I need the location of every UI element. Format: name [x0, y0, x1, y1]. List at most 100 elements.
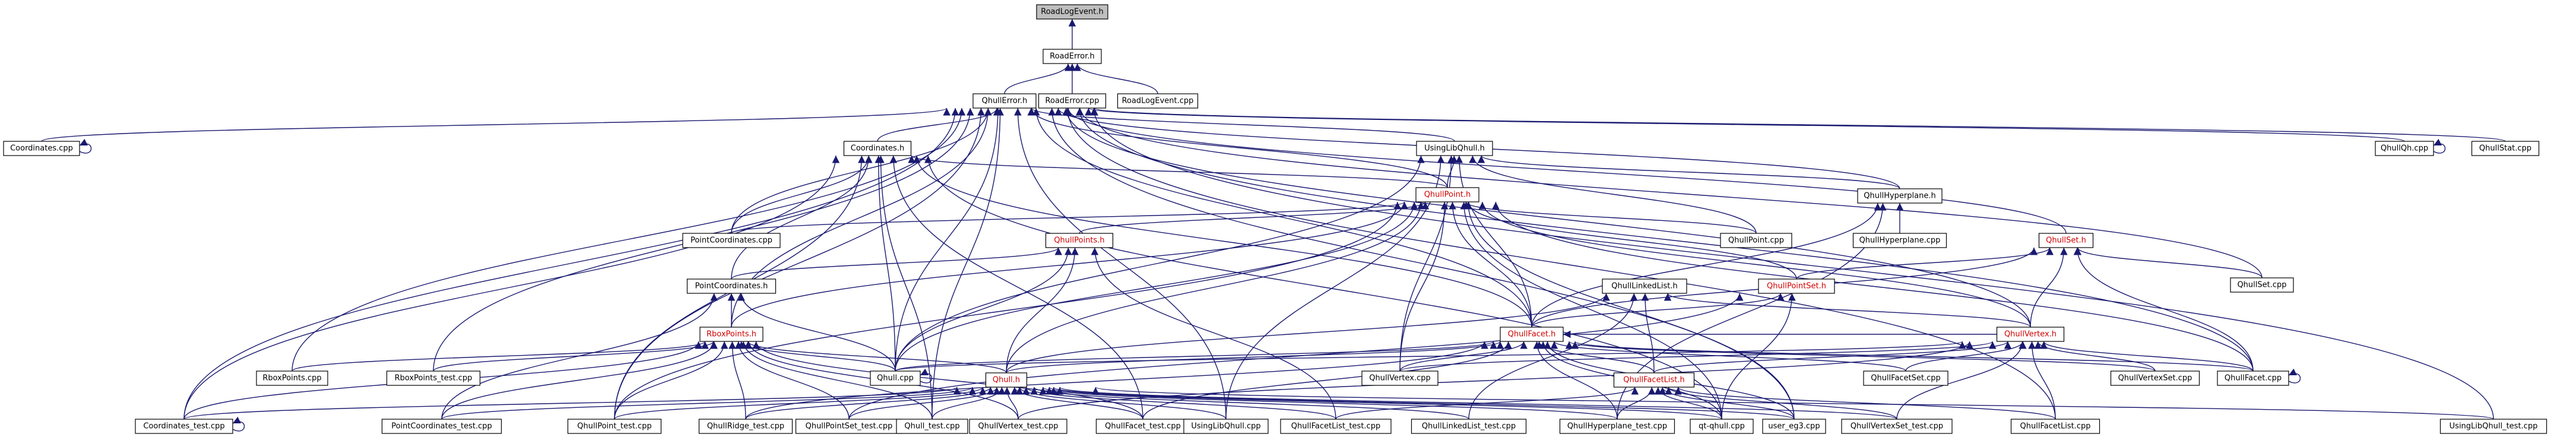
edge-usinglibqhull-h-to-qhullhyperplane-h	[1478, 155, 1900, 189]
node-roaderror-h[interactable]: RoadError.h	[1043, 49, 1102, 64]
node-box	[381, 419, 502, 434]
node-qhullpoint-test-cpp[interactable]: QhullPoint_test.cpp	[567, 419, 662, 434]
node-label: QhullHyperplane.h	[1864, 192, 1935, 201]
node-usinglibqhull-test-cpp[interactable]: UsingLibQhull_test.cpp	[2439, 419, 2548, 434]
node-user-eg3-cpp[interactable]: user_eg3.cpp	[1762, 419, 1826, 434]
node-box	[1559, 419, 1675, 434]
node-roadlogevent-cpp[interactable]: RoadLogEvent.cpp	[1117, 93, 1199, 109]
node-usinglibqhull-h[interactable]: UsingLibQhull.h	[1416, 141, 1493, 156]
node-pointcoordinates-h[interactable]: PointCoordinates.h	[686, 278, 777, 294]
node-rboxpoints-cpp[interactable]: RboxPoints.cpp	[256, 370, 328, 386]
edge-qhullpoint-h-to-qhullpoint-cpp	[1462, 201, 1757, 234]
node-qhullvertex-cpp[interactable]: QhullVertex.cpp	[1361, 370, 1438, 386]
edge-qhullfacet-h-to-qhullfacet-test-cpp	[1142, 341, 1512, 420]
node-qhullfacetset-cpp[interactable]: QhullFacetSet.cpp	[1863, 370, 1948, 386]
edge-rboxpoints-h-to-rboxpoints-test-cpp	[433, 341, 717, 372]
node-box	[1996, 327, 2065, 342]
edge-rboxpoints-h-to-qhull-test-cpp	[740, 341, 933, 420]
node-box	[2110, 370, 2200, 386]
node-qhulllinkedlist-h[interactable]: QhullLinkedList.h	[1602, 278, 1687, 294]
node-box	[3, 141, 80, 156]
edge-qhullerror-h-to-qhullqh-cpp	[1085, 107, 2405, 142]
node-qhullpoint-cpp[interactable]: QhullPoint.cpp	[1720, 233, 1792, 248]
node-rboxpoints-h[interactable]: RboxPoints.h	[699, 327, 763, 342]
node-box	[135, 419, 233, 434]
node-qhullpoint-h[interactable]: QhullPoint.h	[1415, 187, 1479, 202]
edge-usinglibqhull-h-to-qhullfacet-h	[1455, 155, 1532, 328]
node-box	[1411, 419, 1527, 434]
node-usinglibqhull-cpp[interactable]: UsingLibQhull.cpp	[1183, 419, 1269, 434]
edge-qhull-h-to-qhullpointset-test-cpp	[848, 387, 1001, 420]
node-qhull-cpp[interactable]: Qhull.cpp	[870, 370, 921, 386]
node-box	[386, 370, 481, 386]
node-box	[1852, 233, 1947, 248]
edge-qhulllinkedlist-h-to-qhulllinkedlist-test-cpp	[1468, 293, 1638, 420]
node-qhullvertexset-test-cpp[interactable]: QhullVertexSet_test.cpp	[1841, 419, 1953, 434]
node-qhullerror-h[interactable]: QhullError.h	[972, 93, 1037, 109]
node-label: QhullFacetSet.cpp	[1871, 374, 1941, 383]
node-qhullhyperplane-h[interactable]: QhullHyperplane.h	[1857, 188, 1943, 204]
node-qhullqh-cpp[interactable]: QhullQh.cpp	[2375, 141, 2434, 156]
edge-qhullerror-h-to-coordinates-test-cpp	[183, 107, 959, 420]
edge-usinglibqhull-h-to-qhull-cpp	[895, 155, 1425, 372]
node-box	[698, 419, 793, 434]
node-box	[567, 419, 662, 434]
edge-qhullpoints-h-to-qhull-h	[1006, 247, 1079, 373]
node-box	[2038, 233, 2094, 248]
node-rboxpoints-test-cpp[interactable]: RboxPoints_test.cpp	[386, 370, 481, 386]
edge-qhullqh-cpp-to-qhullqh-cpp	[2433, 138, 2446, 154]
node-qhullstat-cpp[interactable]: QhullStat.cpp	[2471, 141, 2540, 156]
edge-qhullpoint-h-to-qhullpoint-test-cpp	[614, 201, 1402, 420]
edge-qhullerror-h-to-qhullpoint-test-cpp	[614, 107, 985, 420]
node-qhullpointset-test-cpp[interactable]: QhullPointSet_test.cpp	[795, 419, 903, 434]
edges-layer	[41, 19, 2506, 432]
edge-qhullpointset-h-to-qt-qhull-cpp	[1721, 293, 1796, 420]
node-qhullvertex-h[interactable]: QhullVertex.h	[1996, 327, 2065, 342]
node-qt-qhull-cpp[interactable]: qt-qhull.cpp	[1690, 419, 1754, 434]
edge-coordinates-h-to-coordinates-test-cpp	[183, 155, 840, 420]
node-qhullfacet-test-cpp[interactable]: QhullFacet_test.cpp	[1095, 419, 1190, 434]
node-qhullhyperplane-test-cpp[interactable]: QhullHyperplane_test.cpp	[1559, 419, 1675, 434]
node-qhullset-cpp[interactable]: QhullSet.cpp	[2230, 277, 2294, 293]
edge-qhullpoint-h-to-qhullfacet-cpp	[1492, 201, 2254, 372]
node-qhullfacetlist-h[interactable]: QhullFacetList.h	[1613, 372, 1695, 388]
node-box	[2375, 141, 2434, 156]
node-qhullpointset-h[interactable]: QhullPointSet.h	[1758, 278, 1835, 294]
edge-qhullpoint-h-to-rboxpoints-h	[731, 201, 1408, 328]
node-qhullfacetlist-cpp[interactable]: QhullFacetList.cpp	[2010, 419, 2100, 434]
node-box	[1036, 4, 1108, 20]
node-qhullvertexset-cpp[interactable]: QhullVertexSet.cpp	[2110, 370, 2200, 386]
node-pointcoordinates-cpp[interactable]: PointCoordinates.cpp	[682, 233, 781, 248]
node-label: QhullFacet.h	[1508, 330, 1556, 339]
node-box	[1415, 187, 1479, 202]
node-qhullhyperplane-cpp[interactable]: QhullHyperplane.cpp	[1852, 233, 1947, 248]
node-pointcoordinates-test-cpp[interactable]: PointCoordinates_test.cpp	[381, 419, 502, 434]
node-qhullfacetlist-test-cpp[interactable]: QhullFacetList_test.cpp	[1280, 419, 1392, 434]
edge-qhullerror-h-to-qhull-cpp	[895, 107, 1002, 372]
node-box	[1183, 419, 1269, 434]
node-label: QhullSet.h	[2046, 236, 2086, 245]
node-roaderror-cpp[interactable]: RoadError.cpp	[1038, 93, 1107, 109]
node-qhull-test-cpp[interactable]: Qhull_test.cpp	[896, 419, 968, 434]
edge-usinglibqhull-h-to-qhullpoint-cpp	[1469, 155, 1757, 234]
edge-qhullerror-h-to-coordinates-cpp	[41, 107, 950, 142]
edge-qhullvertex-h-to-qhullvertexset-cpp	[2034, 341, 2156, 372]
node-qhullridge-test-cpp[interactable]: QhullRidge_test.cpp	[698, 419, 793, 434]
edge-qhullerror-h-to-qhullset-h	[1064, 107, 2067, 234]
edge-rboxpoints-h-to-pointcoordinates-test-cpp	[441, 341, 718, 420]
node-box	[1045, 233, 1114, 248]
node-qhulllinkedlist-test-cpp[interactable]: QhullLinkedList_test.cpp	[1411, 419, 1527, 434]
node-qhullvertex-test-cpp[interactable]: QhullVertex_test.cpp	[969, 419, 1067, 434]
edge-qhullerror-h-to-usinglibqhull-test-cpp	[1090, 107, 2494, 420]
node-qhullset-h[interactable]: QhullSet.h	[2038, 233, 2094, 248]
node-coordinates-h[interactable]: Coordinates.h	[843, 141, 912, 156]
node-qhullfacet-cpp[interactable]: QhullFacet.cpp	[2217, 370, 2289, 386]
edge-qhullvertex-h-to-qhullvertex-cpp	[1399, 341, 1997, 372]
node-coordinates-test-cpp[interactable]: Coordinates_test.cpp	[135, 419, 233, 434]
node-qhullpoints-h[interactable]: QhullPoints.h	[1045, 233, 1114, 248]
node-qhull-h[interactable]: Qhull.h	[985, 372, 1028, 388]
node-qhullfacet-h[interactable]: QhullFacet.h	[1500, 327, 1564, 342]
node-coordinates-cpp[interactable]: Coordinates.cpp	[3, 141, 80, 156]
node-label: PointCoordinates_test.cpp	[391, 422, 492, 431]
